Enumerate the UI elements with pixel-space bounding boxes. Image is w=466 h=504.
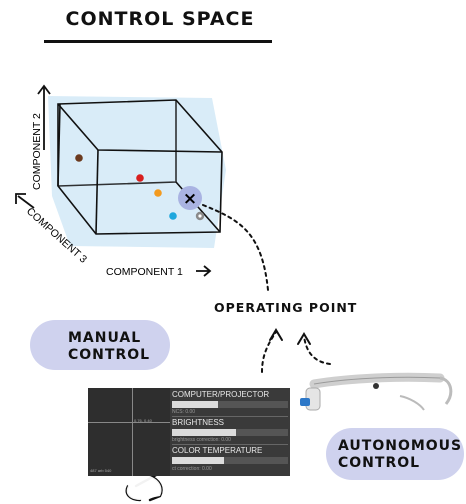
axis-arrows (15, 84, 212, 277)
brightness-sub: brightness correction: 0.00 (172, 437, 231, 443)
panel-separator (172, 416, 288, 417)
axis-label-component-1: COMPONENT 1 (106, 266, 183, 278)
autonomous-control-bubble (326, 428, 464, 480)
autonomous-control-line-1: AUTONOMOUS (338, 438, 463, 454)
cube-wash (48, 96, 226, 248)
point-blue (169, 212, 177, 220)
grid-corner-readout: 487 arb 540 (90, 468, 112, 473)
autonomous-control-line-2: CONTROL (338, 455, 421, 471)
operating-point-label: OPERATING POINT (214, 300, 358, 315)
point-brown (75, 154, 83, 162)
operating-point-marker: × (183, 189, 197, 209)
color-temperature-sub: ct correction: 0.00 (172, 466, 212, 472)
point-orange (154, 189, 162, 197)
color-temperature-slider[interactable] (172, 457, 288, 464)
title-underline (44, 40, 272, 43)
manual-control-bubble (30, 320, 170, 370)
grid-vertical-line (132, 388, 133, 476)
touch-grid (88, 388, 170, 476)
operating-point-halo (178, 186, 202, 210)
smart-glasses-image (300, 372, 453, 411)
grid-coords: 0.76, 0.40 (134, 418, 152, 423)
brightness-slider[interactable] (172, 429, 288, 436)
panel-section-color-temperature: COLOR TEMPERATURE (172, 446, 263, 455)
point-gray-core (198, 214, 202, 218)
projector-sub: NCS: 0.00 (172, 409, 196, 415)
dotted-connectors (202, 204, 331, 373)
autonomous-control-label: AUTONOMOUS CONTROL (338, 438, 462, 472)
panel-section-brightness: BRIGHTNESS (172, 418, 225, 427)
panel-section-computer-projector: COMPUTER/PROJECTOR (172, 390, 270, 399)
page-title: CONTROL SPACE (65, 8, 255, 30)
manual-control-line-2: CONTROL (68, 347, 151, 363)
axis-label-component-2: COMPONENT 2 (31, 113, 43, 190)
projector-slider[interactable] (172, 401, 288, 408)
grid-horizontal-line (88, 422, 170, 423)
panel-separator (172, 444, 288, 445)
control-panel-screenshot: 0.76, 0.40 487 arb 540 COMPUTER/PROJECTO… (88, 388, 290, 476)
manual-control-line-1: MANUAL (68, 330, 142, 346)
point-red (136, 174, 144, 182)
manual-control-label: MANUAL CONTROL (68, 330, 150, 364)
